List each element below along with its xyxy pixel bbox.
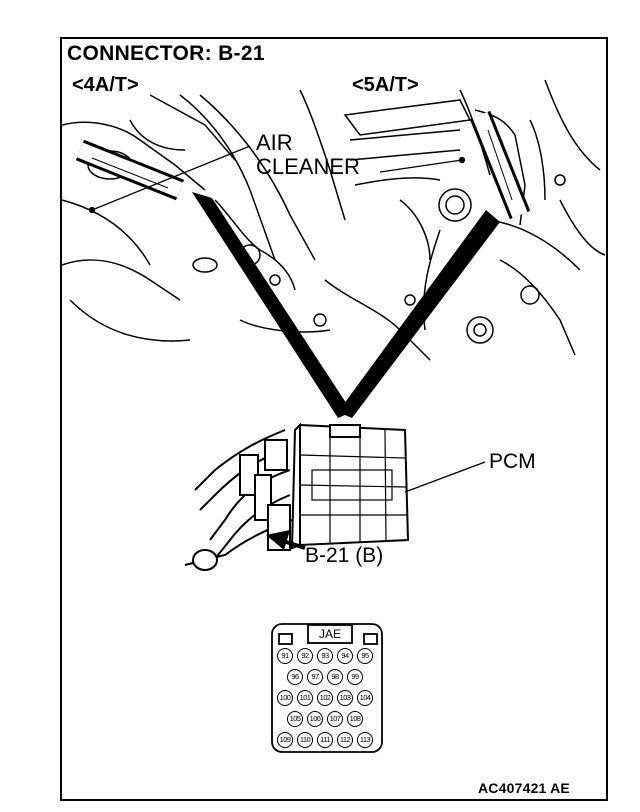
connector-pin: 93 xyxy=(317,648,333,664)
connector-pin: 104 xyxy=(357,690,373,706)
connector-pin: 94 xyxy=(337,648,353,664)
connector-pin: 102 xyxy=(317,690,333,706)
pcm-unit xyxy=(290,422,410,550)
connector-pin: 98 xyxy=(327,669,343,685)
connector-pin: 97 xyxy=(307,669,323,685)
connector-callout-label: B-21 (B) xyxy=(305,544,384,567)
connector-pin: 111 xyxy=(317,732,333,748)
pcm-harness xyxy=(184,429,293,571)
connector-pin: 100 xyxy=(277,690,293,706)
air-cleaner-leaders xyxy=(88,145,466,214)
connector-pin: 95 xyxy=(357,648,373,664)
connector-pin: 103 xyxy=(337,690,353,706)
air-cleaner-label-line2: CLEANER xyxy=(256,154,360,179)
connector-pin: 109 xyxy=(277,732,293,748)
hose-4at xyxy=(75,139,185,201)
hose-5at xyxy=(469,110,531,220)
connector-pin: 108 xyxy=(347,711,363,727)
connector-callout-arrow xyxy=(266,530,306,550)
variant-label-5at: <5A/T> xyxy=(352,74,419,96)
pcm-label: PCM xyxy=(489,450,536,473)
connector-pin: 101 xyxy=(297,690,313,706)
connector-pin: 112 xyxy=(337,732,353,748)
connector-pin: 99 xyxy=(347,669,363,685)
connector-maker-label: JAE xyxy=(318,627,341,641)
connector-pin: 106 xyxy=(307,711,323,727)
figure-code: AC407421 AE xyxy=(478,780,570,796)
connector-face xyxy=(271,623,383,753)
connector-pin: 105 xyxy=(287,711,303,727)
view-wedges xyxy=(192,192,500,418)
connector-pin: 113 xyxy=(357,732,373,748)
variant-label-4at: <4A/T> xyxy=(72,74,139,96)
connector-pin: 92 xyxy=(297,648,313,664)
connector-pin: 91 xyxy=(277,648,293,664)
engine-bay-linework xyxy=(61,79,606,361)
diagram-frame xyxy=(60,37,608,801)
connector-pin: 96 xyxy=(287,669,303,685)
connector-title: CONNECTOR: B-21 xyxy=(67,42,265,65)
pcm-leader xyxy=(404,461,486,493)
connector-pin: 110 xyxy=(297,732,313,748)
air-cleaner-label-line1: AIR xyxy=(256,130,293,155)
connector-pin: 107 xyxy=(327,711,343,727)
